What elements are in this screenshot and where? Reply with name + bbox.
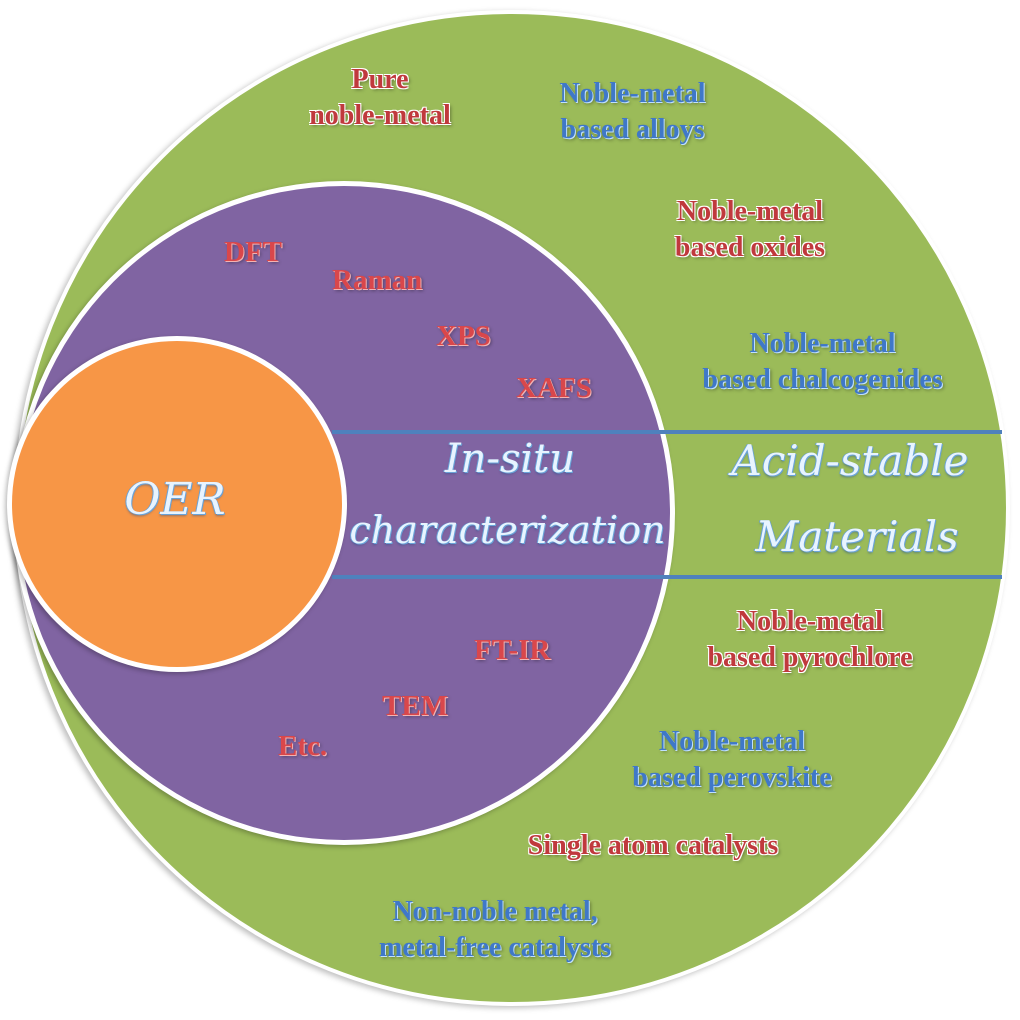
material-line1: Pure <box>351 64 409 95</box>
material-line2: based perovskite <box>632 761 832 793</box>
acid-stable-title-line2: Materials <box>755 512 959 561</box>
material-non-noble-metal-free-catalysts: Non-noble metal, metal-free catalysts <box>330 894 660 966</box>
material-line2: metal-free catalysts <box>379 931 611 963</box>
material-line2: based chalcogenides <box>702 363 943 395</box>
material-line1: Noble-metal <box>676 196 824 227</box>
oer-label: OER <box>124 474 226 525</box>
divider-line-top <box>332 430 1002 434</box>
material-noble-metal-oxides: Noble-metal based oxides <box>635 194 865 266</box>
material-line1: Noble-metal <box>749 328 896 359</box>
material-line1: Non-noble metal, <box>392 896 598 927</box>
material-line1: Noble-metal <box>658 726 806 757</box>
in-situ-title-line2: characterization <box>349 508 666 552</box>
material-pure-noble-metal: Pure noble-metal <box>270 62 490 134</box>
technique-xafs: XAFS <box>516 372 592 404</box>
material-line1: Noble-metal <box>736 606 884 637</box>
material-noble-metal-perovskite: Noble-metal based perovskite <box>592 724 872 796</box>
material-line2: based pyrochlore <box>707 641 913 673</box>
material-noble-metal-chalcogenides: Noble-metal based chalcogenides <box>655 326 990 398</box>
material-line2: based oxides <box>674 231 826 263</box>
material-noble-metal-alloys: Noble-metal based alloys <box>520 76 745 148</box>
technique-raman: Raman <box>332 264 423 296</box>
technique-ft-ir: FT-IR <box>474 634 551 666</box>
material-line2: based alloys <box>560 113 705 145</box>
oer-core-circle <box>7 336 347 672</box>
technique-xps: XPS <box>436 320 491 352</box>
technique-etc: Etc. <box>278 730 328 762</box>
acid-stable-title-line1: Acid-stable <box>731 436 969 485</box>
technique-tem: TEM <box>382 690 449 722</box>
material-single-atom-catalysts: Single atom catalysts <box>468 828 838 864</box>
in-situ-title-line1: In-situ <box>444 436 576 482</box>
divider-line-bottom <box>332 575 1002 579</box>
material-line1: Noble-metal <box>559 78 706 109</box>
material-line2: noble-metal <box>309 99 451 131</box>
material-line1: Single atom catalysts <box>527 830 779 861</box>
material-noble-metal-pyrochlore: Noble-metal based pyrochlore <box>660 604 960 676</box>
technique-dft: DFT <box>224 236 282 268</box>
